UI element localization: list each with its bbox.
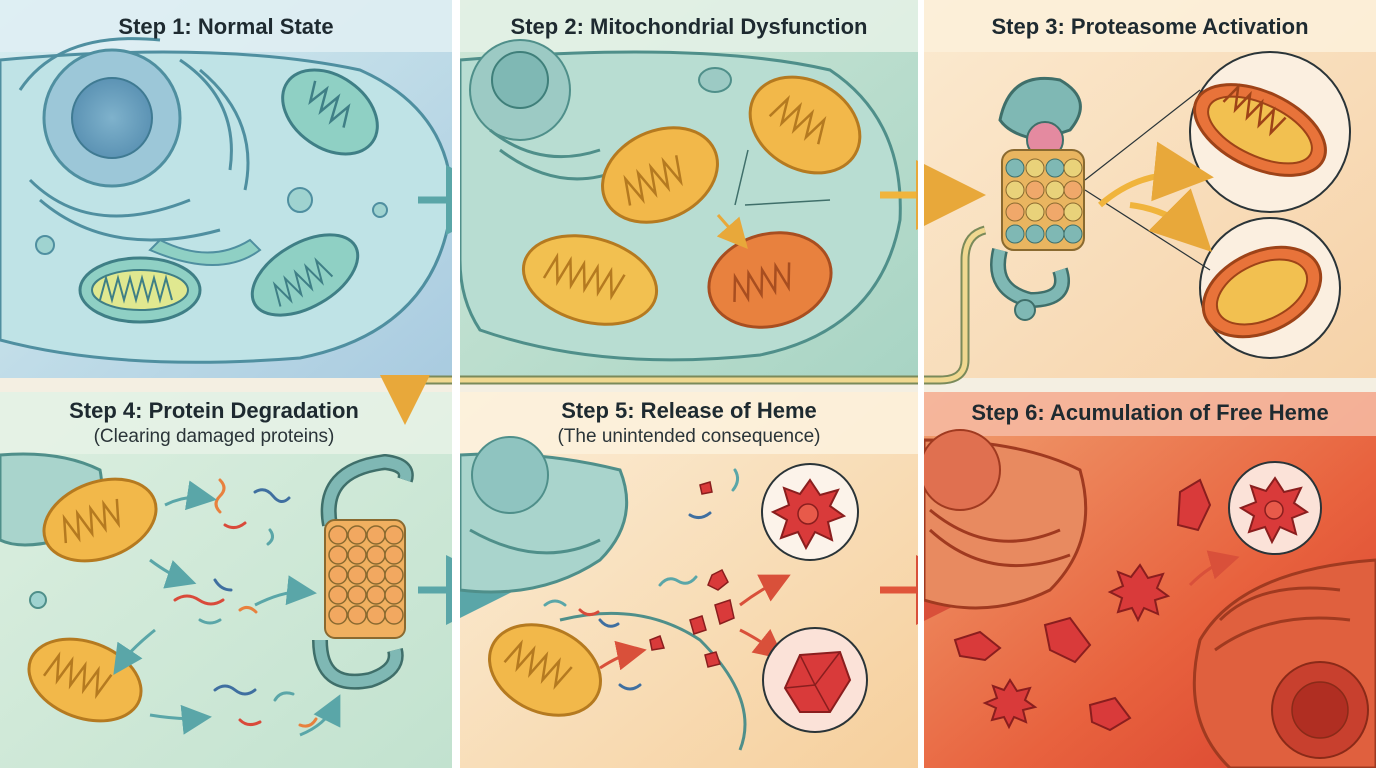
- step-4-title: Step 4: Protein Degradation: [69, 398, 359, 423]
- zoomed-heme-molecule: [761, 463, 859, 561]
- damaged-mitochondrion: [42, 477, 158, 563]
- healthy-mitochondrion: [78, 256, 202, 324]
- panel-2-cell: [458, 39, 902, 362]
- zoomed-damaged-mitochondrion-circle: [1199, 217, 1341, 359]
- free-heme-molecules: [982, 563, 1171, 730]
- step-2-title: Step 2: Mitochondrial Dysfunction: [510, 14, 868, 39]
- healthy-mitochondrion: [250, 233, 360, 317]
- step-5-title: Step 5: Release of Heme: [561, 398, 817, 423]
- step-4-subtitle: (Clearing damaged proteins): [93, 426, 335, 447]
- zoomed-damaged-mitochondrion-circle: [1189, 51, 1351, 213]
- panel-5-scene: [458, 436, 868, 751]
- step-1-title: Step 1: Normal State: [118, 14, 334, 39]
- stressed-mitochondrion: [601, 126, 719, 224]
- panel-4-scene: [0, 452, 414, 737]
- proteasome-core: [1001, 149, 1085, 251]
- zoomed-heme-crystal: [762, 627, 868, 733]
- healthy-mitochondrion: [281, 68, 379, 156]
- panel-1-cell: [0, 37, 454, 364]
- stressed-mitochondrion: [521, 234, 659, 326]
- damaged-mitochondrion: [707, 231, 833, 329]
- stressed-mitochondrion: [748, 75, 862, 175]
- damaged-mitochondrion: [27, 637, 143, 723]
- zoomed-heme-molecule: [1228, 461, 1322, 555]
- proteasome: [312, 453, 414, 690]
- damaged-mitochondrion: [488, 623, 602, 717]
- heme-crystals: [649, 481, 735, 668]
- step-3-title: Step 3: Proteasome Activation: [991, 14, 1309, 39]
- step-5-subtitle: (The unintended consequence): [557, 426, 821, 447]
- panel-3-proteasome: [990, 76, 1085, 321]
- step-6-title: Step 6: Acumulation of Free Heme: [971, 400, 1329, 425]
- free-heme-crystals: [953, 478, 1212, 732]
- panel-6-scene: [919, 429, 1376, 768]
